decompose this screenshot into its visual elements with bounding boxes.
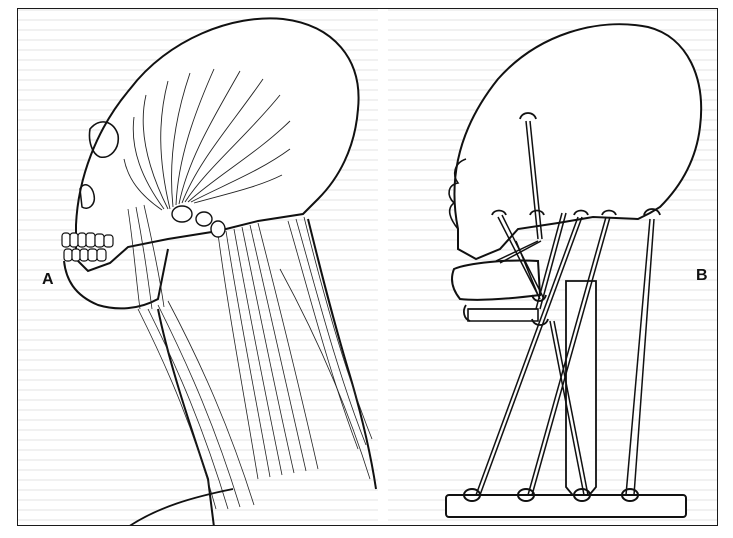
string-model-illustration [388, 9, 718, 526]
trapezius-muscle [280, 217, 372, 479]
teeth [62, 233, 113, 261]
panel-a: A [18, 9, 378, 526]
head-silhouette [454, 24, 701, 259]
panel-b-label: B [696, 267, 708, 285]
hyoid-rod [468, 309, 538, 321]
figure-frame: A [17, 8, 718, 526]
strap-muscles [128, 205, 254, 509]
column-bar [566, 281, 596, 505]
sternocleidomastoid-muscle [218, 223, 318, 479]
base-board [446, 495, 686, 517]
clavicle [128, 489, 233, 526]
panel-a-label: A [42, 271, 54, 289]
panel-b: B [388, 9, 718, 526]
anatomy-illustration [18, 9, 378, 526]
